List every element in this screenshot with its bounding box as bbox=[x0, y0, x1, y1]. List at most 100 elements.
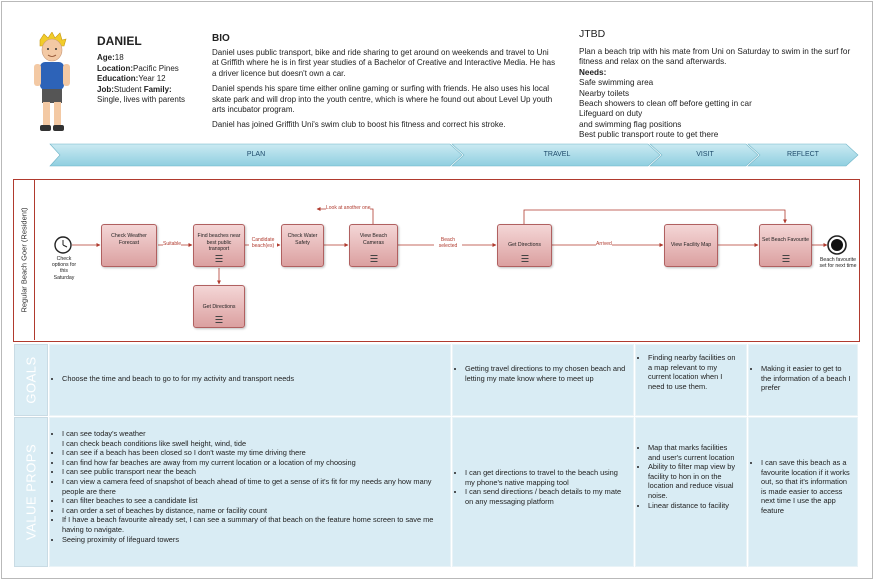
jtbd-heading: JTBD bbox=[579, 28, 606, 40]
value-prop-item: I can see if a beach has been closed so … bbox=[62, 448, 440, 458]
goal-item: Getting travel directions to my chosen b… bbox=[465, 364, 627, 383]
task-label: Get Directions bbox=[202, 304, 236, 310]
value-prop-item: Ability to filter map view by facility t… bbox=[648, 462, 740, 500]
value-props-reflect-cell: I can save this beach as a favourite loc… bbox=[748, 417, 858, 567]
needs-heading: Needs: bbox=[579, 67, 607, 77]
need-item: Lifeguard on duty bbox=[579, 109, 643, 119]
edge-label-arrived: Arrived bbox=[596, 241, 612, 247]
need-item: Safe swimming area bbox=[579, 78, 654, 88]
value-prop-item: I can order a set of beaches by distance… bbox=[62, 506, 440, 516]
value-props-label-text: VALUE PROPS bbox=[23, 443, 39, 541]
end-label: Beach favourite set for next time bbox=[819, 257, 857, 270]
start-label: Check options for this Saturday bbox=[51, 256, 77, 281]
task-label: Check Water Safety bbox=[287, 233, 318, 246]
stage-plan-shape bbox=[49, 143, 463, 167]
edge-label-selected: Beach selected bbox=[434, 237, 462, 249]
value-prop-item: Map that marks facilities and user's cur… bbox=[648, 443, 740, 462]
task-get-directions-plan[interactable]: Get Directions bbox=[193, 285, 245, 328]
task-view-facility-map[interactable]: View Facility Map bbox=[664, 224, 718, 267]
goals-reflect-cell: Making it easier to get to the informati… bbox=[748, 344, 858, 416]
value-prop-item: I can save this beach as a favourite loc… bbox=[761, 458, 853, 516]
stage-visit: VISIT bbox=[696, 151, 714, 158]
education-value: Year 12 bbox=[138, 74, 166, 83]
bio-paragraph-2: Daniel spends his spare time either onli… bbox=[212, 84, 553, 115]
value-prop-item: If I have a beach favourite already set,… bbox=[62, 515, 440, 534]
bio-text: Daniel uses public transport, bike and r… bbox=[212, 48, 557, 136]
location-value: Pacific Pines bbox=[133, 63, 179, 73]
task-check-water-safety[interactable]: Check Water Safety bbox=[281, 224, 324, 267]
bio-heading: BIO bbox=[212, 33, 230, 44]
value-prop-item: I can view a camera feed of snapshot of … bbox=[62, 477, 440, 496]
bio-paragraph-3: Daniel has joined Griffith Uni's swim cl… bbox=[212, 120, 506, 130]
job-value: Student bbox=[113, 84, 142, 94]
value-props-visit-cell: Map that marks facilities and user's cur… bbox=[635, 417, 747, 567]
goals-label-text: GOALS bbox=[23, 356, 39, 404]
menu-icon bbox=[782, 255, 789, 262]
age-label: Age: bbox=[97, 53, 115, 62]
menu-icon bbox=[215, 255, 223, 262]
menu-icon bbox=[370, 255, 377, 262]
task-find-beaches[interactable]: Find beaches near best public transport bbox=[193, 224, 245, 267]
task-set-favourite[interactable]: Set Beach Favourite bbox=[759, 224, 812, 267]
goals-travel-cell: Getting travel directions to my chosen b… bbox=[452, 344, 634, 416]
stage-reflect: REFLECT bbox=[787, 151, 819, 158]
jtbd-text: Plan a beach trip with his mate from Uni… bbox=[579, 47, 854, 141]
need-item: Nearby toilets bbox=[579, 88, 630, 98]
value-prop-item: I can find how far beaches are away from… bbox=[62, 458, 440, 468]
stage-bar bbox=[49, 143, 859, 167]
stage-travel: TRAVEL bbox=[543, 151, 571, 158]
stage-plan: PLAN bbox=[246, 151, 266, 158]
goals-plan-cell: Choose the time and beach to go to for m… bbox=[49, 344, 451, 416]
education-label: Education: bbox=[97, 74, 139, 83]
age-value: 18 bbox=[114, 53, 124, 62]
goal-item: Finding nearby facilities on a map relev… bbox=[648, 353, 740, 391]
stage-travel-shape bbox=[451, 143, 661, 167]
edge-label-another: Look at another one bbox=[326, 205, 371, 211]
edge-label-suitable: Suitable bbox=[163, 241, 182, 247]
task-label: Find beaches near best public transport bbox=[197, 233, 241, 252]
goal-item: Making it easier to get to the informati… bbox=[761, 364, 853, 393]
task-label: Set Beach Favourite bbox=[762, 237, 810, 243]
value-props-plan-cell: I can see today's weather I can check be… bbox=[49, 417, 451, 567]
family-label: Family: bbox=[143, 84, 172, 94]
persona-name: DANIEL bbox=[97, 34, 142, 48]
task-label: Get Directions bbox=[508, 242, 541, 248]
value-prop-item: I can see today's weather bbox=[62, 429, 440, 439]
stage-visit-shape bbox=[649, 143, 759, 167]
goals-row-label: GOALS bbox=[14, 344, 48, 416]
task-check-weather[interactable]: Check Weather Forecast bbox=[101, 224, 157, 267]
value-prop-item: I can get directions to travel to the be… bbox=[465, 468, 627, 487]
value-props-travel-cell: I can get directions to travel to the be… bbox=[452, 417, 634, 567]
task-view-cameras[interactable]: View Beach Cameras bbox=[349, 224, 398, 267]
lane-title: Regular Beach Goer (Resident) bbox=[14, 180, 35, 340]
value-prop-subitem: I can check beach conditions like swell … bbox=[62, 438, 247, 448]
bio-paragraph-1: Daniel uses public transport, bike and r… bbox=[212, 48, 556, 78]
value-prop-item: I can filter beaches to see a candidate … bbox=[62, 496, 440, 506]
clock-icon bbox=[54, 236, 72, 254]
task-label: View Facility Map bbox=[670, 242, 712, 248]
value-props-row-label: VALUE PROPS bbox=[14, 417, 48, 567]
location-label: Location: bbox=[97, 63, 133, 73]
goals-visit-cell: Finding nearby facilities on a map relev… bbox=[635, 344, 747, 416]
value-prop-item: I can send directions / beach details to… bbox=[465, 487, 627, 506]
family-value: Single, lives with parents bbox=[97, 95, 186, 104]
persona-avatar bbox=[34, 32, 70, 131]
task-get-directions-travel[interactable]: Get Directions bbox=[497, 224, 552, 267]
value-prop-item: Linear distance to facility bbox=[648, 501, 740, 511]
task-label: Check Weather Forecast bbox=[111, 233, 147, 246]
need-item: Beach showers to clean off before gettin… bbox=[579, 99, 752, 109]
edge-label-candidate: Candidate beach(es) bbox=[249, 237, 277, 249]
menu-icon bbox=[521, 255, 528, 262]
value-prop-item: Seeing proximity of lifeguard towers bbox=[62, 535, 440, 545]
value-prop-item: I can see public transport near the beac… bbox=[62, 467, 440, 477]
jtbd-intro: Plan a beach trip with his mate from Uni… bbox=[579, 47, 851, 67]
menu-icon bbox=[215, 316, 223, 323]
persona-facts: Age:18 Location:Pacific Pines Education:… bbox=[97, 53, 207, 106]
need-item: Best public transport route to get there bbox=[579, 130, 719, 140]
goal-item: Choose the time and beach to go to for m… bbox=[62, 374, 450, 384]
end-event-icon bbox=[827, 235, 847, 255]
need-item: and swimming flag positions bbox=[579, 119, 682, 129]
stage-reflect-shape bbox=[747, 143, 859, 167]
